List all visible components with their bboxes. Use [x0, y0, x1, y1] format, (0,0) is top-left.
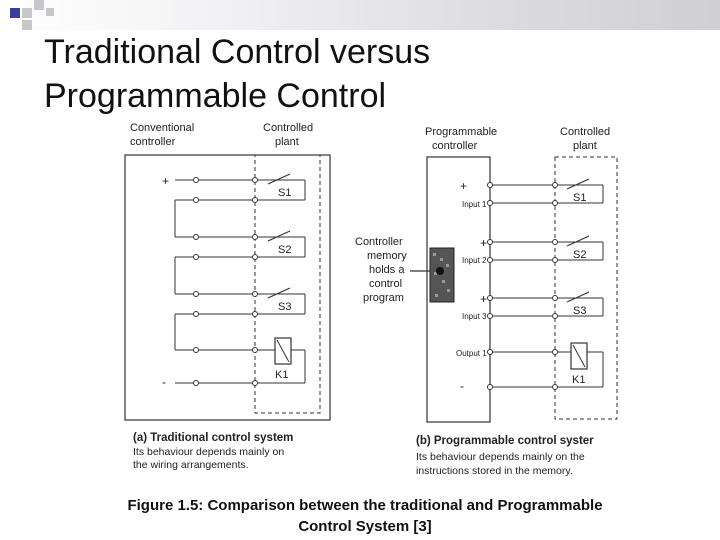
- decorative-header-band: [0, 0, 720, 30]
- left-diagram-desc-1: Its behaviour depends mainly on: [133, 446, 284, 458]
- decorative-square: [46, 8, 54, 16]
- memory-note: Controller memory holds a control progra…: [355, 236, 437, 304]
- left-switch-s2-label: S2: [278, 244, 291, 256]
- traditional-control-diagram: Conventional controller Controlled plant…: [124, 122, 331, 471]
- right-wiring: [490, 184, 604, 388]
- left-relay-k1-label: K1: [275, 369, 288, 381]
- left-switch-s3-label: S3: [278, 301, 291, 313]
- right-switch-s1-symbol: [566, 178, 590, 190]
- right-plant-box: [554, 156, 618, 420]
- left-controller-label-2: controller: [130, 136, 176, 148]
- right-plant-label-2: plant: [573, 140, 597, 152]
- right-diagram-heading: (b) Programmable control syster: [416, 435, 594, 447]
- decorative-square: [10, 8, 20, 18]
- slide-title-line-1: Traditional Control versus: [44, 33, 431, 71]
- right-plus-sign-2: +: [480, 236, 487, 250]
- left-controller-box: [124, 154, 331, 421]
- left-plant-label-1: Controlled: [263, 122, 313, 134]
- right-controller-label-2: controller: [432, 140, 478, 152]
- right-switch-s3-label: S3: [573, 305, 586, 317]
- memory-chip-texture: [433, 253, 450, 297]
- right-relay-k1-diagonal: [572, 344, 586, 368]
- left-switch-s3-symbol: [267, 287, 291, 299]
- right-output-1-label: Output 1: [456, 349, 487, 358]
- figure-caption-line-1: Figure 1.5: Comparison between the tradi…: [127, 497, 603, 514]
- left-relay-k1-diagonal: [276, 339, 290, 363]
- left-plant-label-2: plant: [275, 136, 299, 148]
- figure-caption-line-2: Control System [3]: [298, 518, 432, 535]
- left-plus-sign: +: [162, 174, 169, 188]
- memory-note-line-3: holds a: [369, 264, 405, 276]
- controller-memory-chip: [429, 247, 455, 303]
- decorative-square: [22, 20, 32, 30]
- memory-note-line-4: control: [369, 278, 402, 290]
- left-switch-s1-label: S1: [278, 187, 291, 199]
- right-controller-label-1: Programmable: [425, 126, 497, 138]
- memory-chip-dot: [436, 267, 444, 275]
- slide-title: Traditional Control versus Programmable …: [44, 30, 430, 118]
- memory-note-line-1: Controller: [355, 236, 403, 248]
- right-plant-label-1: Controlled: [560, 126, 610, 138]
- left-controller-label-1: Conventional: [130, 122, 194, 134]
- right-switch-s2-label: S2: [573, 249, 586, 261]
- right-diagram-desc-2: instructions stored in the memory.: [416, 465, 573, 477]
- right-relay-k1-label: K1: [572, 374, 585, 386]
- slide-title-line-2: Programmable Control: [44, 77, 387, 115]
- programmable-control-diagram: Programmable controller Controlled plant…: [416, 126, 618, 477]
- left-minus-sign: -: [162, 375, 166, 389]
- right-terminals: [487, 182, 558, 390]
- right-switch-s3-symbol: [566, 291, 590, 303]
- figure-caption: Figure 1.5: Comparison between the tradi…: [60, 495, 670, 537]
- decorative-square: [22, 8, 32, 18]
- left-diagram-desc-2: the wiring arrangements.: [133, 459, 249, 471]
- right-input-1-label: Input 1: [462, 200, 487, 209]
- right-switch-s2-symbol: [566, 235, 590, 247]
- left-switch-s2-symbol: [267, 230, 291, 242]
- memory-note-line-5: program: [363, 292, 404, 304]
- decorative-square: [34, 0, 44, 10]
- memory-note-line-2: memory: [367, 250, 407, 262]
- left-switch-s1-symbol: [267, 173, 291, 185]
- right-input-3-label: Input 3: [462, 312, 487, 321]
- right-switch-s1-label: S1: [573, 192, 586, 204]
- right-minus-sign: -: [460, 379, 464, 393]
- left-diagram-heading: (a) Traditional control system: [133, 432, 293, 444]
- right-controller-box: [426, 156, 491, 423]
- right-diagram-desc-1: Its behaviour depends mainly on the: [416, 451, 585, 463]
- right-plus-sign-1: +: [460, 179, 467, 193]
- right-input-2-label: Input 2: [462, 256, 487, 265]
- right-plus-sign-3: +: [480, 292, 487, 306]
- left-terminals: [193, 177, 258, 386]
